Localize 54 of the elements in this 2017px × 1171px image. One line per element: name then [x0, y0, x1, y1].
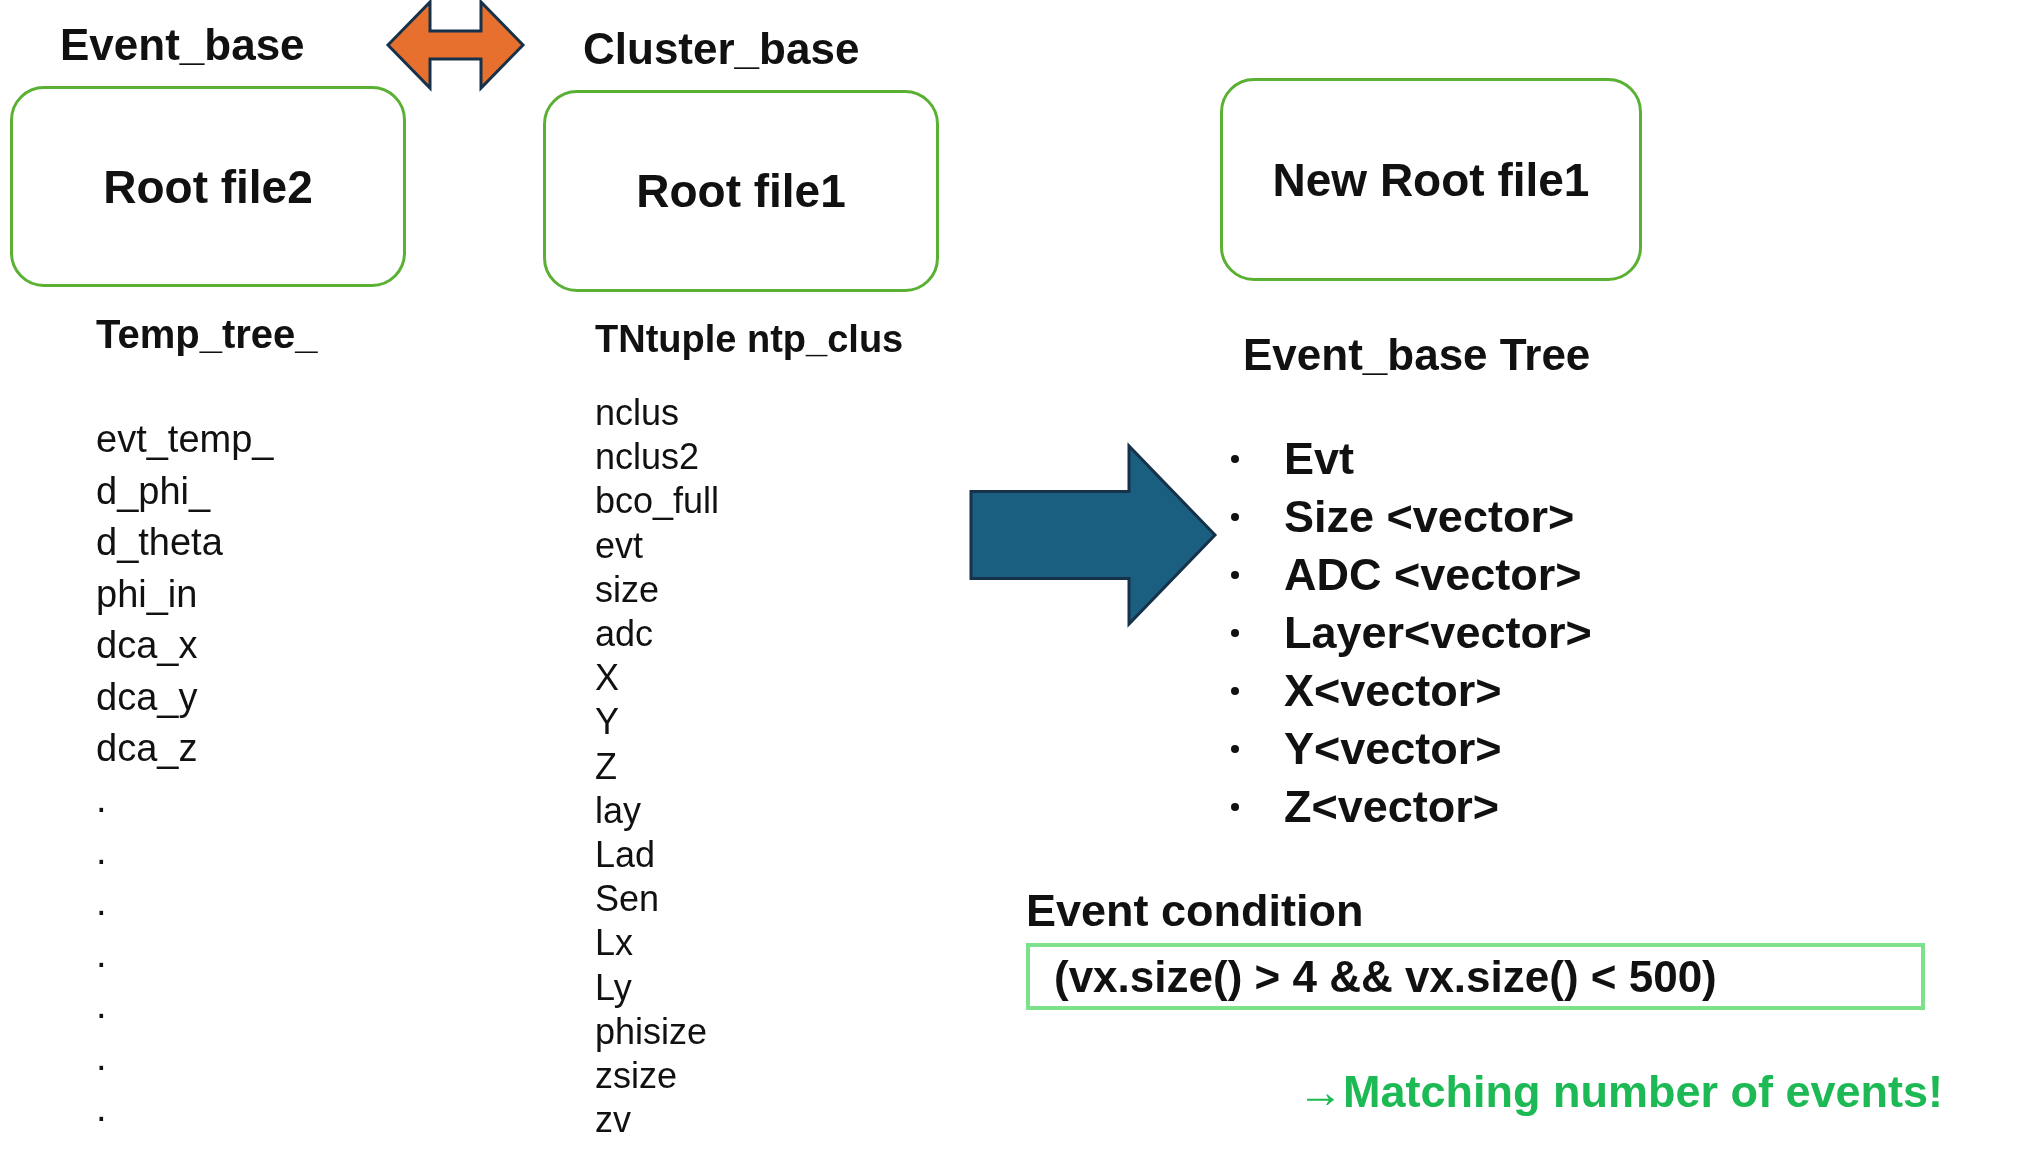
variable-name: ADC <vector>	[1284, 548, 1582, 602]
variable-name: lay	[595, 788, 643, 833]
variable-name: .	[96, 1087, 107, 1130]
variable-name: Size <vector>	[1284, 490, 1575, 544]
condition-box: (vx.size() > 4 && vx.size() < 500)	[1026, 943, 1925, 1010]
variable-name: Lx	[595, 921, 635, 966]
variable-name: .	[96, 881, 107, 924]
variable-name: zv	[595, 1098, 632, 1143]
file-label: Cluster_base	[583, 24, 860, 74]
result-note: →Matching number of events!	[1298, 1066, 1944, 1118]
variable-name: .	[96, 984, 107, 1027]
box-label: Root file2	[103, 159, 313, 214]
variable-name: Layer<vector>	[1284, 606, 1592, 660]
list-heading: TNtuple ntp_clus	[595, 318, 905, 361]
variable-name: Z	[595, 744, 618, 789]
file-box	[543, 90, 939, 292]
variable-name: bco_full	[595, 479, 721, 524]
variable-name: .	[96, 829, 107, 873]
variable-name: Lad	[595, 833, 657, 878]
variable-name: size	[595, 567, 661, 612]
variable-name: evt_temp_	[96, 418, 274, 461]
variable-name: dca_x	[96, 624, 198, 667]
variable-name: Y<vector>	[1284, 722, 1502, 776]
variable-name: Y	[595, 700, 620, 745]
variable-name: nclus	[595, 391, 681, 435]
variable-name: evt	[595, 523, 645, 568]
variable-name: adc	[595, 612, 655, 656]
box-label: New Root file1	[1272, 152, 1590, 207]
variable-name: phi_in	[96, 572, 198, 616]
file-box	[10, 86, 406, 287]
variable-name: Ly	[595, 965, 633, 1010]
file-box	[1220, 78, 1642, 281]
double-arrow	[385, 0, 526, 92]
list-heading: Event_base Tree	[1243, 330, 1592, 380]
block-arrow	[969, 442, 1218, 628]
variable-name: nclus2	[595, 435, 701, 480]
variable-name: dca_y	[96, 675, 198, 719]
tree-name: Temp_tree_	[96, 312, 318, 357]
variable-name: Z<vector>	[1284, 780, 1500, 834]
variable-name: .	[96, 778, 107, 821]
variable-name: dca_z	[96, 727, 198, 770]
variable-name: Evt	[1284, 432, 1355, 486]
file-label: Event_base	[60, 20, 305, 70]
condition-heading: Event condition	[1026, 885, 1365, 937]
variable-name: Sen	[595, 877, 661, 922]
variable-name: .	[96, 932, 107, 976]
variable-name: .	[96, 1035, 107, 1079]
variable-name: phisize	[595, 1009, 709, 1054]
variable-name: d_theta	[96, 521, 223, 564]
variable-name: X	[595, 656, 620, 701]
variable-name: zsize	[595, 1054, 679, 1099]
variable-name: X<vector>	[1284, 664, 1502, 718]
box-label: Root file1	[636, 164, 846, 218]
variable-name: d_phi_	[96, 469, 211, 513]
